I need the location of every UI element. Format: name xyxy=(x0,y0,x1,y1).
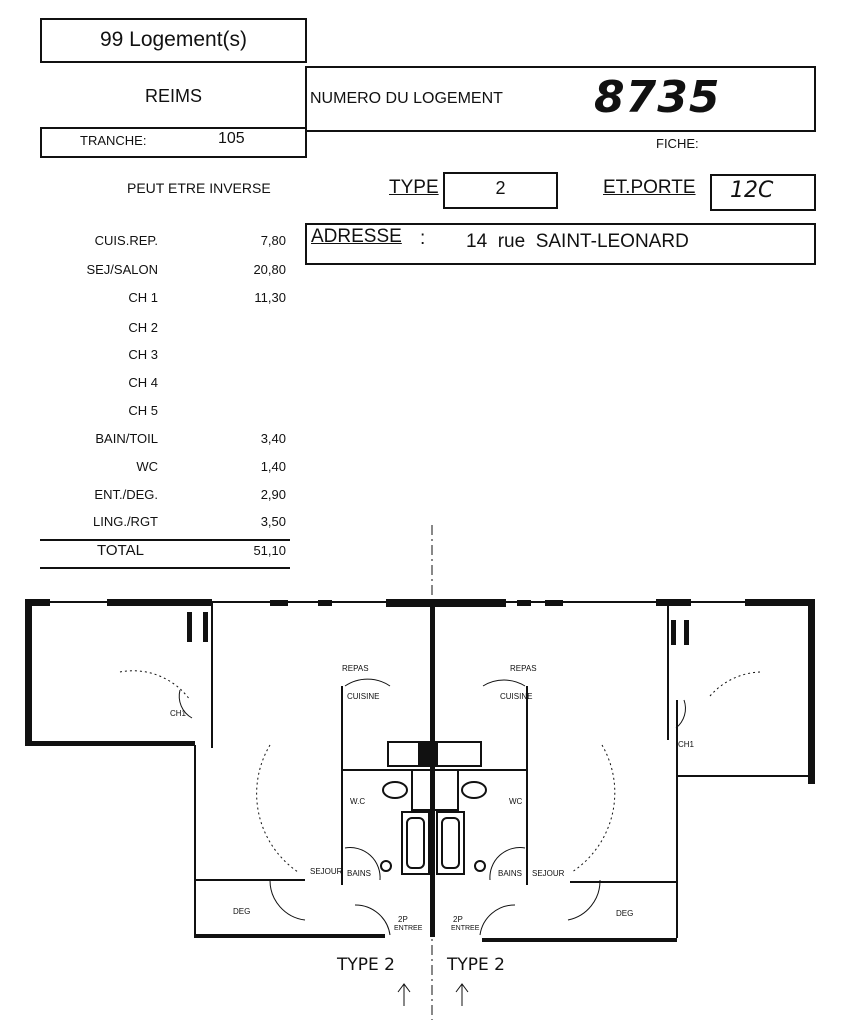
etporte-box xyxy=(710,174,816,211)
room-value-sej: 20,80 xyxy=(253,262,286,277)
adresse-value: 14 rue SAINT-LEONARD xyxy=(466,231,689,252)
plan-deg-left: DEG xyxy=(233,907,251,916)
plan-deg-right: DEG xyxy=(616,909,634,918)
plan-wc-left: W.C xyxy=(350,797,366,806)
type-value: 2 xyxy=(495,178,506,198)
plan-entree-right-top: 2P xyxy=(453,915,463,924)
plan-ch1-left: CH1 xyxy=(170,709,187,718)
room-label-ch2: CH 2 xyxy=(128,320,158,335)
room-label-ch3: CH 3 xyxy=(128,347,158,362)
plan-entree-right-bot: ENTREE xyxy=(451,925,480,932)
tranche-value: 105 xyxy=(218,130,245,147)
plan-repas-right: REPAS xyxy=(510,664,537,673)
room-value-ling: 3,50 xyxy=(260,514,286,529)
fiche-label: FICHE: xyxy=(656,136,699,151)
total-value: 51,10 xyxy=(253,543,286,558)
plan-entree-left-bot: ENTREE xyxy=(394,925,423,932)
plan-ch1-right: CH1 xyxy=(678,740,695,749)
plan-sejour-right: SEJOUR xyxy=(532,869,565,878)
plan-bains-right: BAINS xyxy=(498,869,523,878)
type-box xyxy=(443,172,558,209)
type-label: TYPE xyxy=(389,177,439,198)
numero-box xyxy=(305,66,816,132)
plan-wc-right: WC xyxy=(509,797,523,806)
room-value-ch1: 11,30 xyxy=(254,290,286,305)
plan-repas-left: REPAS xyxy=(342,664,369,673)
room-label-ent: ENT./DEG. xyxy=(94,487,158,502)
room-value-ent: 2,90 xyxy=(260,487,286,502)
room-label-ling: LING./RGT xyxy=(92,514,158,529)
logements-box xyxy=(40,18,307,63)
plan-type-right: TYPE 2 xyxy=(447,955,505,975)
plan-cuisine-right: CUISINE xyxy=(500,692,533,701)
room-label-wc: WC xyxy=(136,459,158,474)
room-value-wc: 1,40 xyxy=(260,459,286,474)
city-text: REIMS xyxy=(144,86,202,106)
logements-text: 99 Logement(s) xyxy=(99,28,248,51)
total-rule-bottom xyxy=(40,567,290,569)
etporte-label: ET.PORTE xyxy=(603,177,696,198)
room-label-sej: SEJ/SALON xyxy=(86,262,158,277)
plan-entree-left-top: 2P xyxy=(398,915,408,924)
room-label-bain: BAIN/TOIL xyxy=(95,431,158,446)
numero-label: NUMERO DU LOGEMENT xyxy=(310,90,503,107)
room-label-ch5: CH 5 xyxy=(128,403,158,418)
etporte-value: 12C xyxy=(730,178,774,203)
room-value-bain: 3,40 xyxy=(260,431,286,446)
plan-sejour-left: SEJOUR xyxy=(310,867,343,876)
plan-type-left: TYPE 2 xyxy=(337,955,395,975)
total-label: TOTAL xyxy=(97,542,144,559)
plan-bains-left: BAINS xyxy=(347,869,372,878)
tranche-box xyxy=(40,127,307,158)
peut-etre-inverse: PEUT ETRE INVERSE xyxy=(127,180,271,196)
adresse-box xyxy=(305,223,816,265)
plan-cuisine-left: CUISINE xyxy=(347,692,380,701)
numero-value: 8735 xyxy=(594,72,721,123)
room-label-cuis: CUIS.REP. xyxy=(94,233,158,248)
adresse-colon: : xyxy=(420,228,426,249)
adresse-label: ADRESSE xyxy=(311,226,402,247)
tranche-label: TRANCHE: xyxy=(80,133,147,148)
room-label-ch1: CH 1 xyxy=(128,290,158,305)
total-rule xyxy=(40,539,290,541)
room-value-cuis: 7,80 xyxy=(260,233,286,248)
room-label-ch4: CH 4 xyxy=(128,375,158,390)
